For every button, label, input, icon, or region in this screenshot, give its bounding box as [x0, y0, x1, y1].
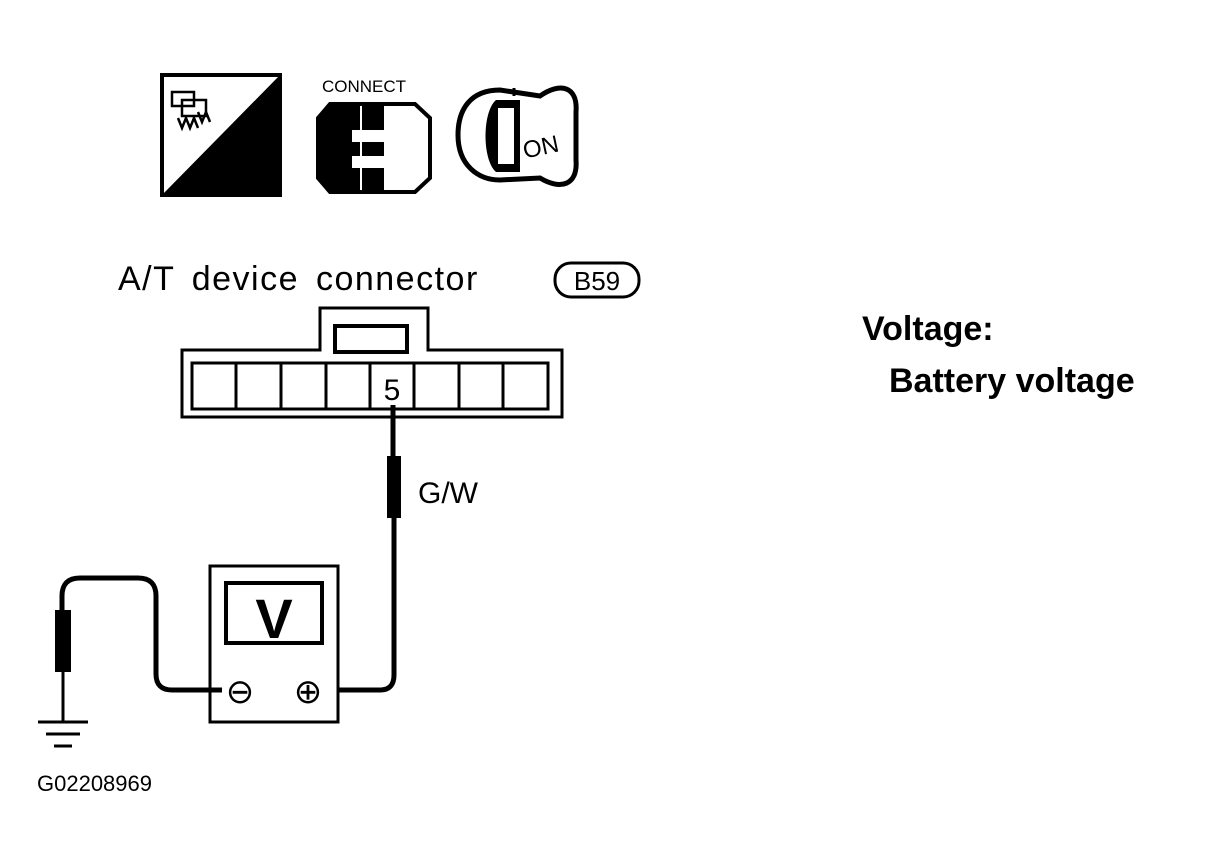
spec-label: Voltage:: [862, 310, 994, 348]
wire-color-label: G/W: [418, 477, 479, 510]
connector-title: A/T device connector: [118, 260, 479, 298]
connector-code: B59: [574, 266, 620, 296]
voltmeter-symbol: V: [255, 587, 292, 650]
connector-body: 5: [180, 306, 564, 419]
harness-service-icon: H.S.: [160, 73, 282, 197]
ground-icon: [38, 720, 88, 748]
negative-terminal-icon: ⊖: [226, 673, 255, 711]
connector-code-badge: [553, 261, 641, 299]
positive-probe-lead: [322, 405, 401, 693]
connect-icon-label: CONNECT: [322, 77, 406, 96]
figure-id: G02208969: [37, 771, 152, 796]
ignition-on-icon: ON: [455, 85, 579, 187]
positive-terminal-icon: ⊕: [294, 673, 323, 711]
harness-icon-label: H.S.: [211, 160, 269, 193]
negative-probe-lead: [55, 575, 222, 722]
connect-icon: CONNECT: [316, 77, 432, 194]
spec-value: Battery voltage: [889, 362, 1135, 400]
terminal-number: 5: [384, 374, 401, 407]
voltmeter: V ⊖ ⊕: [208, 564, 340, 724]
